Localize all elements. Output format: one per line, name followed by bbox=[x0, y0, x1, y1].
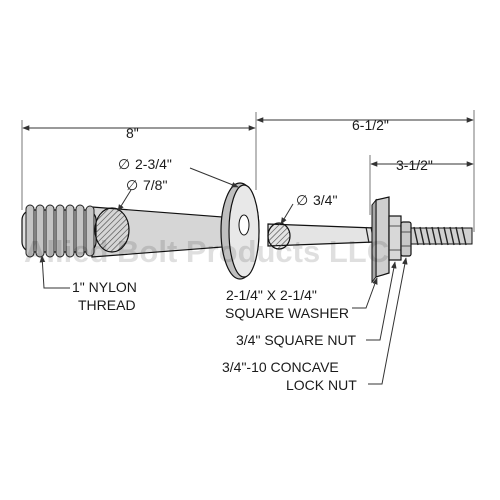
shank-section-circle bbox=[94, 207, 130, 253]
dia-washer: 2-3/4" bbox=[135, 156, 172, 172]
dia-shank: 7/8" bbox=[143, 177, 167, 193]
leader-rod-dia bbox=[280, 203, 294, 225]
callout-nylon-thread-1: 1" NYLON bbox=[72, 279, 137, 295]
leader-lock-nut bbox=[368, 257, 408, 385]
leader-washer-dia bbox=[189, 167, 239, 188]
square-washer bbox=[371, 196, 390, 284]
leader-square-washer bbox=[352, 277, 378, 309]
nylon-thread-head bbox=[21, 204, 97, 258]
rod-section-circle bbox=[267, 222, 291, 250]
callout-washer-1: 2-1/4" X 2-1/4" bbox=[226, 287, 317, 303]
dim-thread-length: 3-1/2" bbox=[396, 157, 433, 173]
round-washer bbox=[220, 182, 260, 280]
leader-square-nut bbox=[366, 261, 397, 341]
dim-section-length: 6-1/2" bbox=[352, 117, 389, 133]
watermark: Allied Bolt Products LLC bbox=[24, 234, 389, 269]
dia-rod: 3/4" bbox=[313, 192, 337, 208]
dim-overall-length: 8" bbox=[126, 125, 139, 141]
leader-nylon-thread bbox=[39, 255, 70, 289]
callout-washer-2: SQUARE WASHER bbox=[225, 305, 349, 321]
lock-nut bbox=[400, 221, 412, 257]
callout-nylon-thread-2: THREAD bbox=[78, 297, 136, 313]
callout-square-nut: 3/4" SQUARE NUT bbox=[236, 332, 357, 348]
callout-lock-nut-2: LOCK NUT bbox=[286, 377, 357, 393]
diameter-symbol-shank: ∅ bbox=[126, 177, 138, 193]
diameter-symbol-washer: ∅ bbox=[118, 156, 130, 172]
square-nut bbox=[388, 215, 402, 261]
diameter-symbol-rod: ∅ bbox=[296, 192, 308, 208]
rod-thread-end bbox=[409, 226, 473, 246]
callout-lock-nut-1: 3/4"-10 CONCAVE bbox=[222, 359, 339, 375]
leader-shank-dia bbox=[117, 189, 132, 212]
